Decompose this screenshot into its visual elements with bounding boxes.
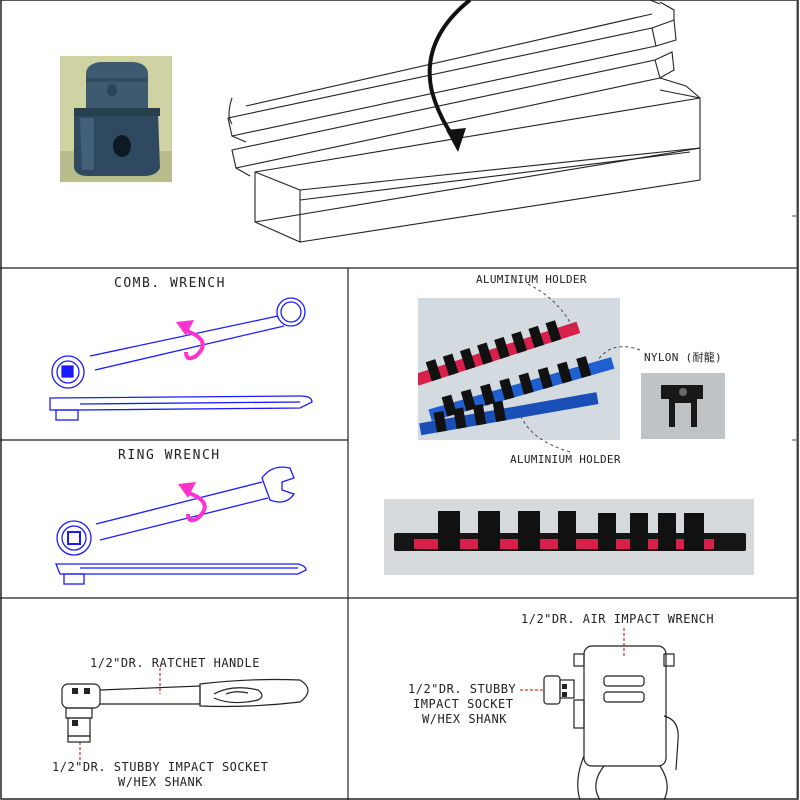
ring-wrench-drawing: [55, 466, 307, 585]
stubby-socket-label-line2: W/HEX SHANK: [118, 775, 203, 789]
nylon-clip-photo: [641, 373, 725, 439]
comb-wrench-drawing: [49, 297, 313, 421]
holder-leaders: [519, 283, 641, 453]
rotation-arrow-icon: [185, 490, 207, 523]
aluminium-holder-top-label: ALUMINIUM HOLDER: [476, 273, 587, 286]
stubby-socket-label-line1: 1/2"DR. STUBBY IMPACT SOCKET: [52, 760, 269, 774]
rotation-arrow-icon: [183, 328, 205, 361]
box-drawing: [227, 0, 701, 243]
nylon-label: NYLON (耐龍): [644, 351, 722, 364]
single-holder-photo: [384, 499, 754, 575]
ring-wrench-title: RING WRENCH: [118, 448, 221, 463]
fold-arrow: [427, 0, 472, 142]
ratchet-drawing: [61, 668, 309, 762]
air-socket-label-line1: 1/2"DR. STUBBY: [408, 682, 517, 696]
air-socket-label-line3: W/HEX SHANK: [422, 712, 507, 726]
ratchet-handle-label: 1/2"DR. RATCHET HANDLE: [90, 656, 260, 670]
comb-wrench-title: COMB. WRENCH: [114, 276, 226, 291]
air-impact-wrench-label: 1/2"DR. AIR IMPACT WRENCH: [521, 612, 715, 626]
aluminium-holders-photo: [418, 298, 620, 440]
socket-photo: [60, 56, 172, 182]
aluminium-holder-bottom-label: ALUMINIUM HOLDER: [510, 453, 621, 466]
air-socket-label-line2: IMPACT SOCKET: [413, 697, 514, 711]
